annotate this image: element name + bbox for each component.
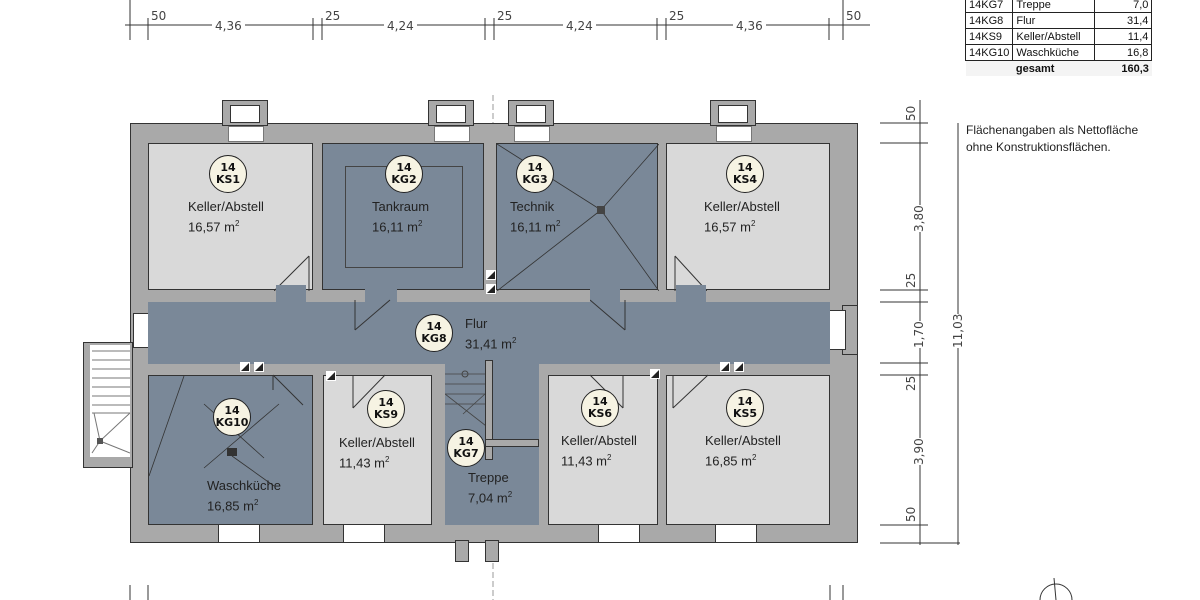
stair-steps-icon (445, 370, 491, 430)
doorway[interactable] (590, 285, 620, 303)
chimney-icon (326, 371, 336, 381)
table-row: 14KG7 Treppe 7,0 (964, 0, 1153, 13)
area-table: 14KG7 Treppe 7,0 14KG8 Flur 31,4 14KS9 K… (964, 0, 1153, 76)
chimney-icon (486, 284, 496, 294)
window[interactable] (516, 105, 546, 123)
stair-steps-icon (91, 350, 131, 454)
pillar (485, 540, 499, 562)
dim-top-0: 50 (151, 9, 167, 23)
stair-wall (485, 360, 493, 460)
dim-right-total: 11,03 (951, 313, 965, 348)
window[interactable] (514, 126, 550, 142)
table-row: 14KG10 Waschküche 16,8 (964, 44, 1153, 61)
door-swing-icon (354, 299, 391, 331)
window[interactable] (715, 524, 757, 543)
floor-drain-lines (497, 144, 659, 291)
doorway[interactable] (676, 285, 706, 303)
room-kg8[interactable] (148, 302, 830, 364)
dim-right-0: 50 (904, 105, 918, 121)
window[interactable] (228, 126, 264, 142)
window[interactable] (716, 126, 752, 142)
window[interactable] (133, 313, 149, 348)
window[interactable] (343, 524, 385, 543)
room-kg10[interactable] (148, 375, 313, 525)
dim-right-1: 3,80 (912, 205, 926, 232)
external-stair[interactable] (90, 345, 131, 457)
door-swing-icon (272, 374, 304, 406)
dim-top-7: 4,36 (733, 20, 766, 32)
table-row: 14KS9 Keller/Abstell 11,4 (964, 28, 1153, 45)
dim-right-2: 25 (904, 272, 918, 288)
window[interactable] (434, 126, 470, 142)
dim-right-4: 25 (904, 375, 918, 391)
doorway[interactable] (365, 285, 397, 303)
dim-top-4: 25 (497, 9, 513, 23)
chimney-icon (254, 362, 264, 372)
dim-top-2: 25 (325, 9, 341, 23)
door-swing-icon (672, 374, 709, 409)
doorway[interactable] (276, 285, 306, 303)
chimney-icon (720, 362, 730, 372)
dim-top-3: 4,24 (384, 20, 417, 32)
room-ks9[interactable] (323, 375, 432, 525)
dim-top-1: 4,36 (212, 20, 245, 32)
door-swing-icon (590, 299, 626, 331)
chimney-icon (650, 369, 660, 379)
window[interactable] (436, 105, 466, 123)
room-ks1[interactable] (148, 143, 313, 291)
dim-top-6: 25 (669, 9, 685, 23)
chimney-icon (240, 362, 250, 372)
dim-top-8: 50 (846, 9, 862, 23)
dim-right-5: 3,90 (912, 438, 926, 465)
door-swing-icon (352, 374, 386, 409)
window[interactable] (598, 524, 640, 543)
window[interactable] (230, 105, 260, 123)
chimney-icon (486, 270, 496, 280)
pillar (455, 540, 469, 562)
area-note: Flächenangaben als Nettofläche ohne Kons… (966, 123, 1139, 154)
chimney-icon (734, 362, 744, 372)
dim-top-5: 4,24 (563, 20, 596, 32)
table-total-row: gesamt 160,3 (965, 60, 1152, 76)
dim-right-3: 1,70 (912, 321, 926, 348)
dim-right-6: 50 (904, 506, 918, 522)
window[interactable] (218, 524, 260, 543)
stair-wall (485, 439, 539, 447)
window[interactable] (718, 105, 748, 123)
window[interactable] (828, 310, 846, 350)
table-row: 14KG8 Flur 31,4 (964, 12, 1153, 29)
